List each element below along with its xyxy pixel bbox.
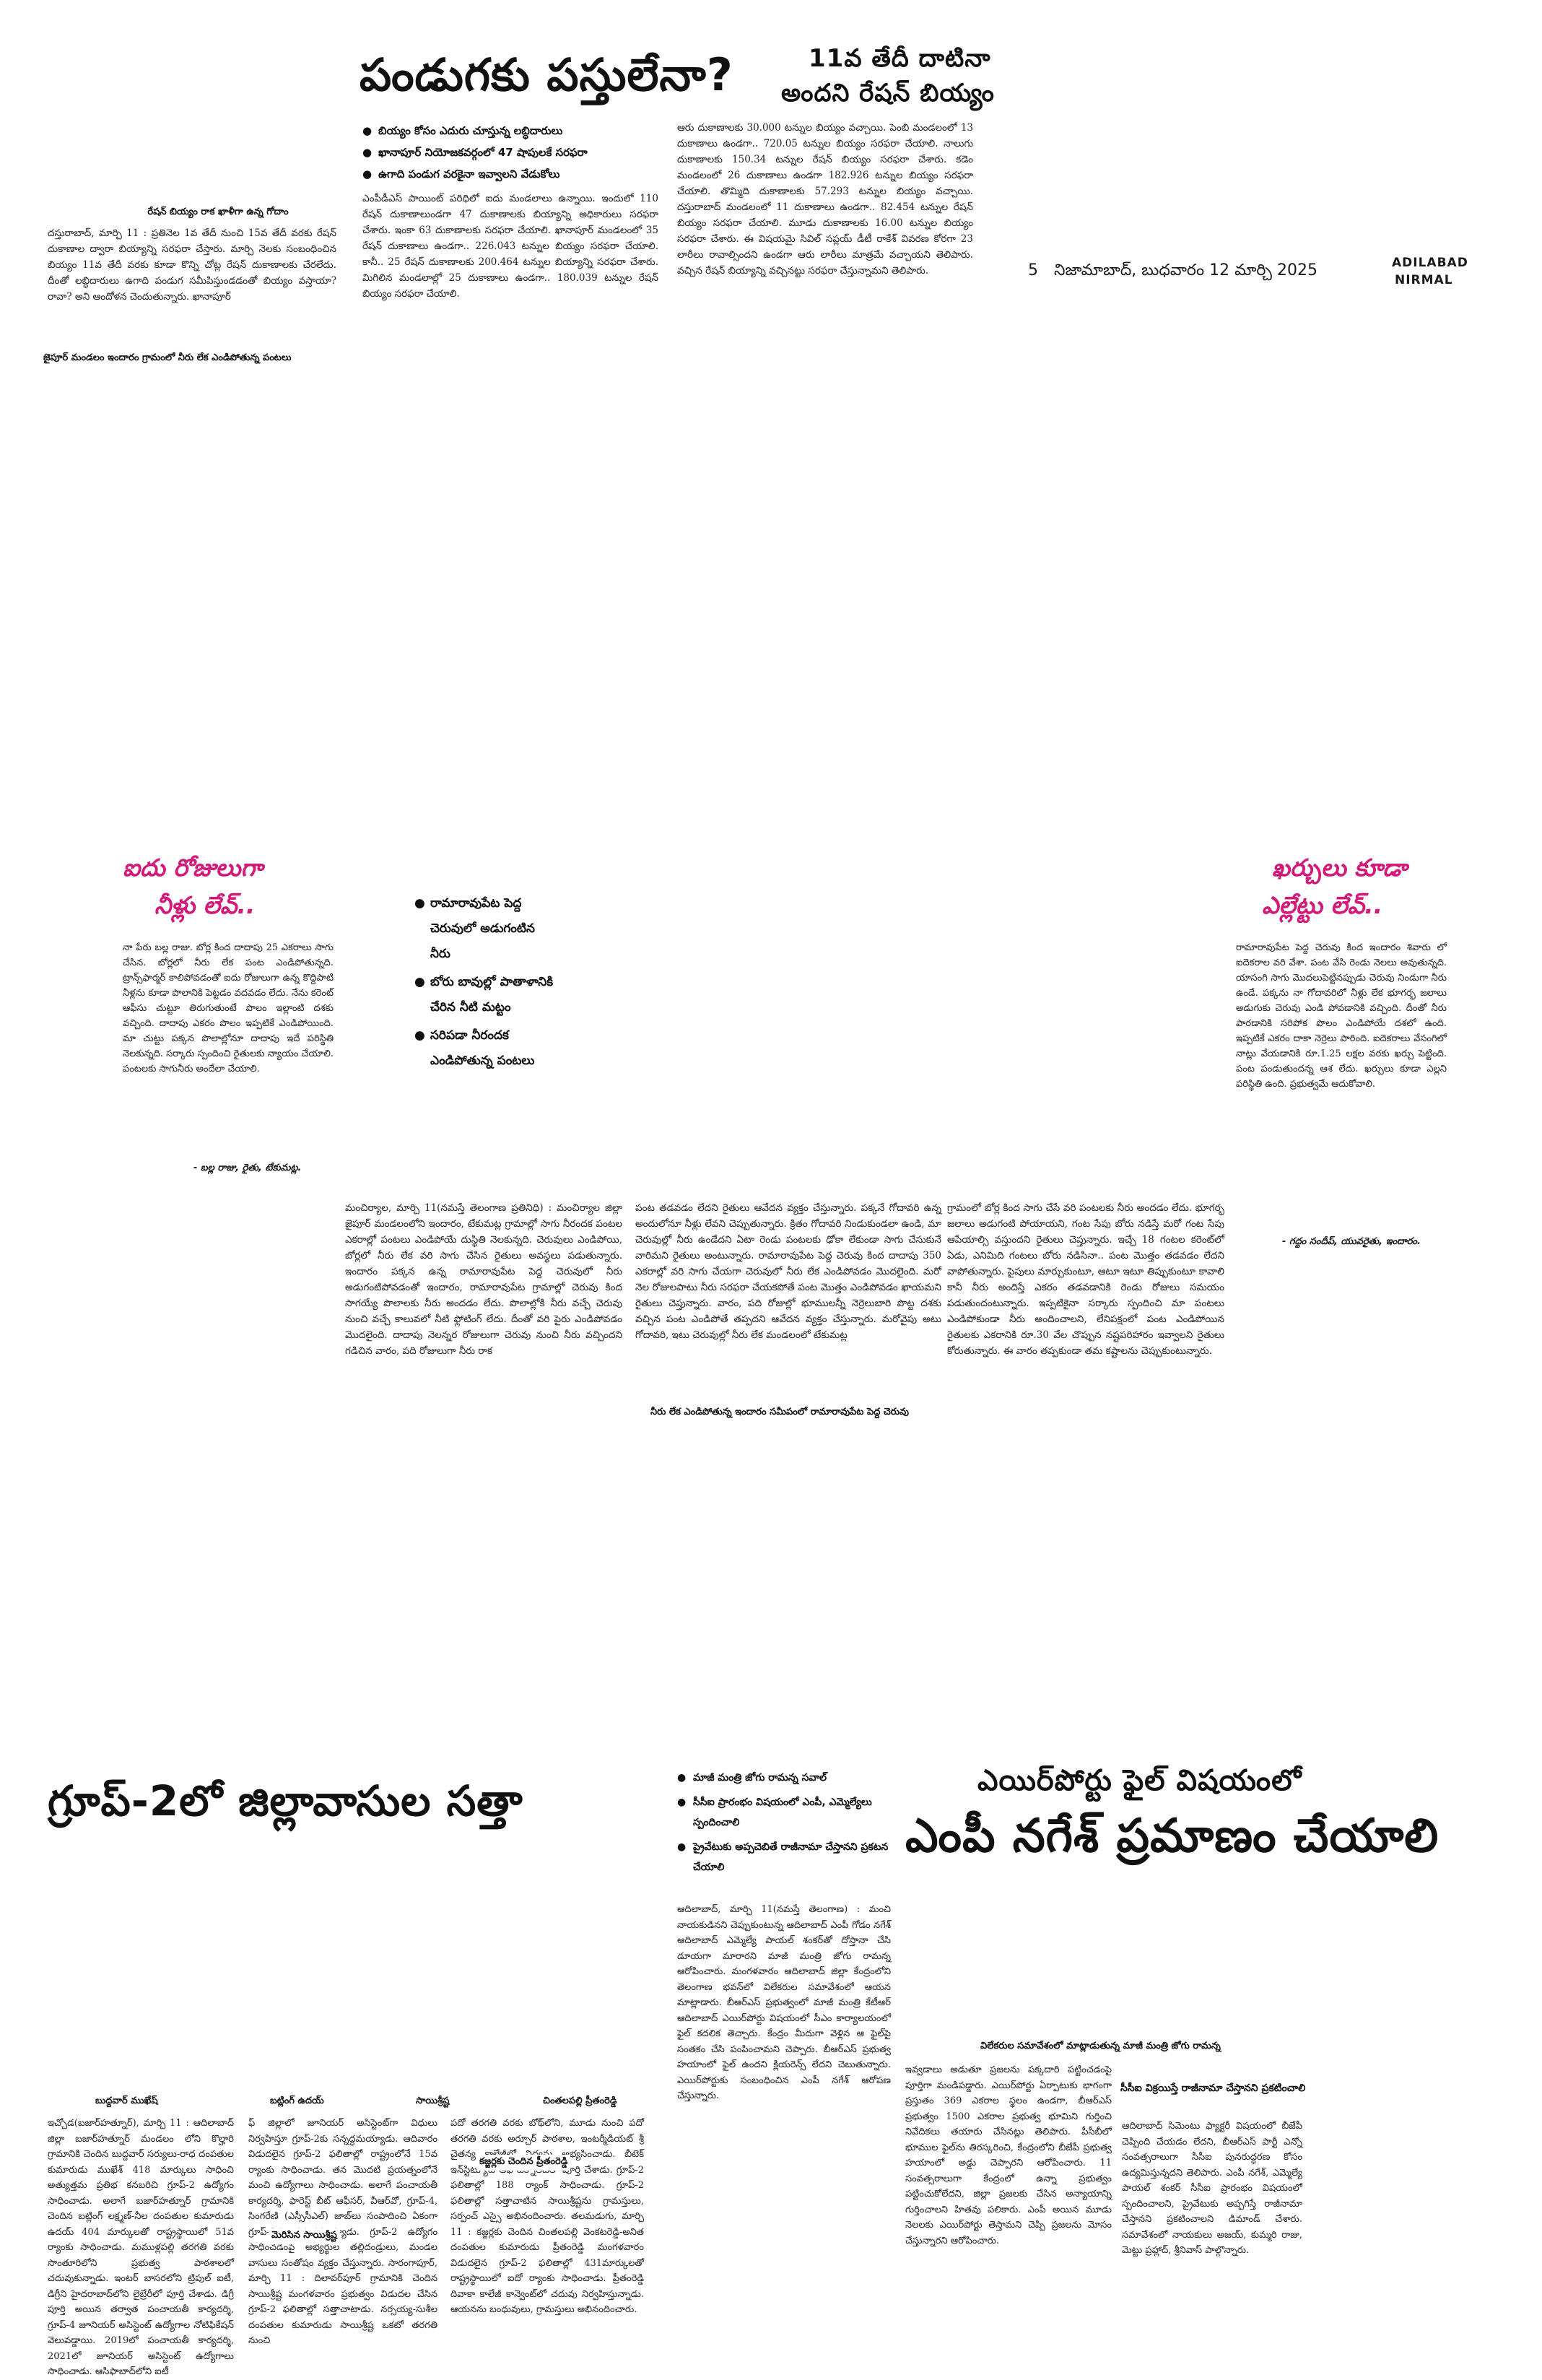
group2-col-3: పదో తరగతి వరకు బోథ్‌లోని, మూడు నుంచి పదో…	[450, 2118, 644, 2315]
middle-top-photo-caption: జైపూర్ మండలం ఇందారం గ్రామంలో నీరు లేక ఎం…	[43, 352, 292, 363]
middle-col-3: గ్రామంలో బోర్ల కింద సాగు చేసే వరి పంటలకు…	[947, 1202, 1224, 1357]
airport-col-2-heading: విలేకరుల సమావేశంలో మాట్లాడుతున్న మాజీ మం…	[980, 2041, 1221, 2051]
page-number: 5	[1028, 261, 1038, 279]
group2-col-3-heading: కజ్జర్లకు చెందిన ప్రీతంరెడ్డి	[476, 2155, 571, 2171]
photo-label: సాయిశ్రీష్ట	[416, 2095, 450, 2106]
top-bullet: ఖానాపూర్ నియోజకవర్గంలో 47 షాపులకే సరఫరా	[362, 142, 673, 163]
top-kicker-line2: అందని రేషన్ బియ్యం	[781, 79, 995, 108]
group2-headline: గ్రూప్-2లో జిల్లావాసుల సత్తా	[48, 1776, 523, 1825]
middle-bullet: బోరు బావుల్లో పాతాళానికి చేరిన నీటి మట్ట…	[414, 970, 559, 1020]
right-quote-title-1: ఖర్చులు కూడా	[1272, 854, 1408, 882]
group2-bullets: మాజీ మంత్రి జోగు రామన్న సవాల్ సీసీఐ ప్రా…	[677, 1768, 894, 1877]
airport-col-4	[1312, 2062, 1497, 2329]
photo-label: బుద్దవార్ ముఖేష్	[95, 2095, 158, 2106]
edition-line1: ADILABAD	[1392, 256, 1468, 270]
top-bullet: బియ్యం కోసం ఎదురు చూస్తున్న లబ్ధిదారులు	[362, 120, 673, 142]
top-photo-caption: రేషన్ బియ్యం రాక ఖాళీగా ఉన్న గోదాం	[147, 207, 289, 217]
middle-bullet: రామారావుపేట పెద్ద చెరువులో అడుగంటిన నీరు	[414, 891, 559, 967]
top-bullet: ఉగాది పండుగ వరకైనా ఇవ్వాలని వేడుకోలు	[362, 163, 673, 185]
top-col-2: ఎంపీడీఎస్ పాయింట్ పరిధిలో ఐదు మండలాలు ఉన…	[362, 193, 658, 300]
top-col-3: ఆరు దుకాణాలకు 30.000 టన్నుల బియ్యం వచ్చా…	[677, 122, 973, 277]
field-photo	[43, 370, 1499, 832]
dateline: నిజామాబాద్, బుధవారం 12 మార్చి 2025	[1054, 261, 1317, 279]
airport-col-3: ఆదిలాబాద్ సిమెంటు ఫ్యాక్టరీ విషయంలో బీజే…	[1122, 2121, 1302, 2256]
airport-col-3-heading: సీసీఐ విక్రయిస్తే రాజీనామా చేస్తానని ప్ర…	[1120, 2082, 1306, 2094]
left-quote-sign: - బల్ల రాజు, రైతు, టేకుమట్ల.	[193, 1163, 302, 1173]
ramanna-bullet: సీసీఐ ప్రారంభం విషయంలో ఎంపీ, ఎమ్మెల్యేలు…	[677, 1792, 894, 1833]
group2-col-1: ఇచ్చోడ(బజార్‌హత్నూర్), మార్చి 11 : ఆదిలా…	[48, 2118, 234, 2377]
middle-bullets: రామారావుపేట పెద్ద చెరువులో అడుగంటిన నీరు…	[414, 891, 559, 1074]
airport-headline-line1: ఎయిర్‌పోర్టు ఫైల్ విషయంలో	[977, 1764, 1302, 1797]
top-kicker-line1: 11వ తేదీ దాటినా	[809, 44, 991, 73]
right-quote-sign: - గద్దం సందీప్, యువరైతు, ఇందారం.	[1282, 1236, 1421, 1247]
group2-col-2-heading: మెరిసిన సాయిశ్రీష్ట	[269, 2228, 340, 2244]
edition-line2: NIRMAL	[1395, 273, 1453, 287]
top-headline: పండుగకు పస్తులేనా?	[360, 48, 733, 101]
middle-col-1: మంచిర్యాల, మార్చి 11(నమస్తే తెలంగాణ ప్రత…	[345, 1202, 622, 1357]
airport-col-1: ఆదిలాబాద్, మార్చి 11(నమస్తే తెలంగాణ) : మ…	[677, 1904, 891, 2101]
airport-headline-line2: ఎంపీ నగేశ్ ప్రమాణం చేయాలి	[905, 1810, 1439, 1863]
middle-bottom-photo-caption: నీరు లేక ఎండిపోతున్న ఇందారం సమీపంలో రామా…	[650, 1407, 909, 1417]
photo-label: బట్లింగ్ ఉదయ్	[270, 2095, 324, 2106]
group2-col-2: ఫ్ జిల్లాలో జూనియర్ అసిస్టెంట్‌గా విధులు…	[248, 2118, 437, 2346]
top-col-1: దస్తురాబాద్, మార్చి 11 : ప్రతినెల 1వ తేద…	[48, 227, 336, 303]
top-bullets: బియ్యం కోసం ఎదురు చూస్తున్న లబ్ధిదారులు …	[362, 120, 673, 185]
airport-col-2: ఇవ్వడాలు అడుతూ ప్రజలను పక్కదారి పట్టించడ…	[905, 2064, 1112, 2246]
right-quote-title-2: ఎల్లేట్టు లేవ్..	[1262, 891, 1383, 919]
ramanna-bullet: ప్రైవేటుకు అప్పచెబితే రాజీనామా చేస్తానని…	[677, 1837, 894, 1877]
left-quote-title-1: ఐదు రోజులుగా	[123, 854, 263, 882]
left-quote-body: నా పేరు బల్ల రాజు. బోర్ల కింద దాదాపు 25 …	[123, 942, 334, 1074]
photo-label: చింతలపల్లి ప్రీతంరెడ్డి	[543, 2095, 617, 2106]
middle-bullet: సరిపడా నీరందక ఎండిపోతున్న పంటలు	[414, 1023, 559, 1074]
left-quote-title-2: నీళ్లు లేవ్..	[154, 891, 256, 919]
middle-col-2: పంట తడవడం లేదని రైతులు ఆవేదన వ్యక్తం చేస…	[635, 1202, 941, 1341]
ramanna-bullet: మాజీ మంత్రి జోగు రామన్న సవాల్	[677, 1768, 894, 1788]
right-quote-body: రామారావుపేట పెద్ద చెరువు కింద ఇందారం శివ…	[1236, 942, 1447, 1090]
